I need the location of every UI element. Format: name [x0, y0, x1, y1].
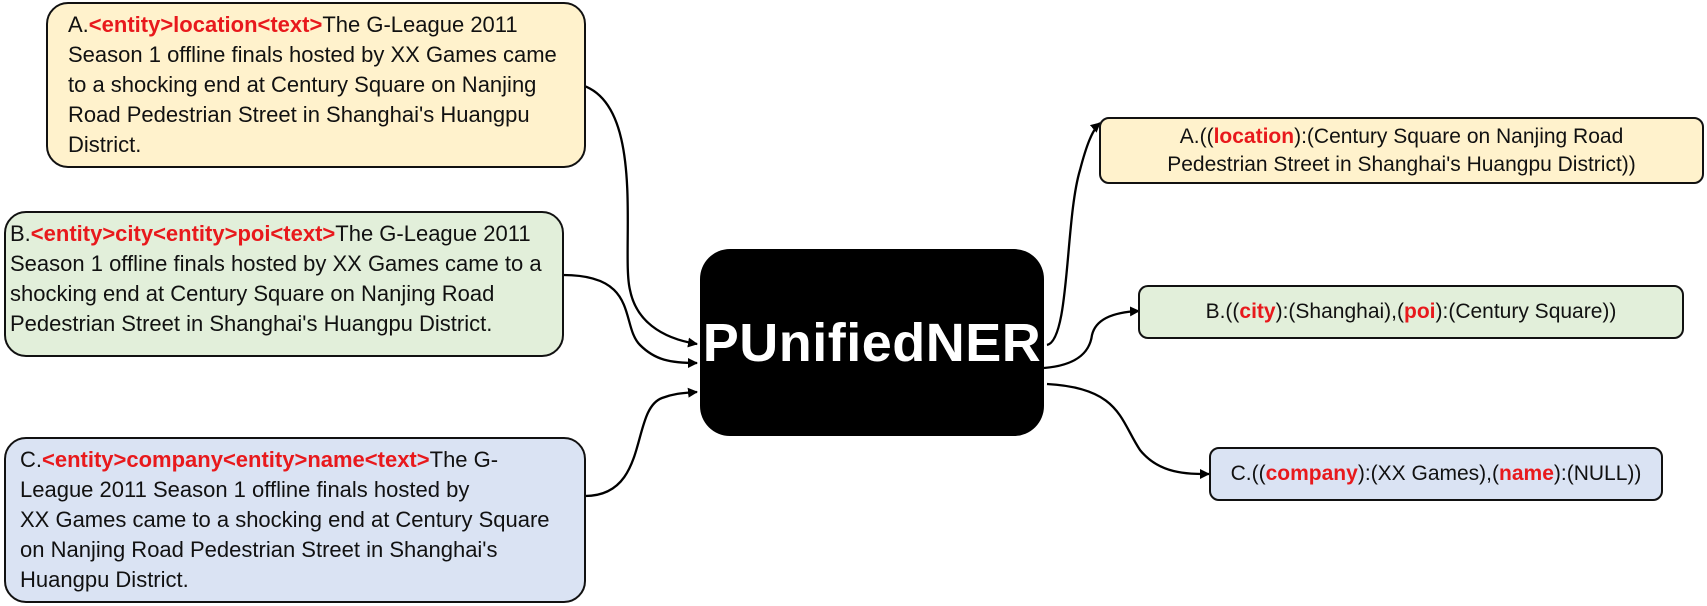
input-b-line-4: Pedestrian Street in Shanghai's Huangpu …	[10, 311, 493, 336]
arrow-input-b	[562, 273, 698, 368]
arrow-input-c	[584, 387, 698, 498]
input-a-line-5: District.	[68, 132, 142, 157]
input-c-line-2: League 2011 Season 1 offline finals host…	[20, 477, 470, 502]
input-box-c: C.<entity>company<entity>name<text>The G…	[4, 437, 586, 603]
input-c-line-4: on Nanjing Road Pedestrian Street in Sha…	[20, 537, 498, 562]
model-box: PUnifiedNER	[700, 249, 1044, 436]
output-a-line-2: Pedestrian Street in Shanghai's Huangpu …	[1167, 152, 1636, 176]
output-b-line: B.((city):(Shanghai),(poi):(Century Squa…	[1205, 300, 1617, 323]
input-b-line-1: B.<entity>city<entity>poi<text>The G-Lea…	[10, 221, 531, 246]
input-c-line-3: XX Games came to a shocking end at Centu…	[20, 507, 550, 532]
arrow-output-a	[1046, 122, 1101, 347]
input-a-line-2: Season 1 offline finals hosted by XX Gam…	[68, 42, 557, 67]
input-a-line-3: to a shocking end at Century Square on N…	[68, 72, 537, 97]
input-a-line-4: Road Pedestrian Street in Shanghai's Hua…	[68, 102, 530, 127]
input-box-b: B.<entity>city<entity>poi<text>The G-Lea…	[4, 211, 564, 357]
output-c-line: C.((company):(XX Games),(name):(NULL))	[1230, 462, 1642, 485]
arrow-output-c	[1046, 382, 1210, 480]
output-box-a: A.((location):(Century Square on Nanjing…	[1099, 117, 1704, 184]
input-c-line-1: C.<entity>company<entity>name<text>The G…	[20, 447, 499, 472]
input-a-line-1: A.<entity>location<text>The G-League 201…	[68, 12, 518, 37]
input-c-line-5: Huangpu District.	[20, 567, 189, 592]
output-box-b: B.((city):(Shanghai),(poi):(Century Squa…	[1138, 285, 1684, 339]
output-a-line-1: A.((location):(Century Square on Nanjing…	[1179, 124, 1624, 148]
input-b-line-3: shocking end at Century Square on Nanjin…	[10, 281, 495, 306]
input-b-line-2: Season 1 offline finals hosted by XX Gam…	[10, 251, 542, 276]
arrow-output-b	[1043, 306, 1140, 370]
input-box-a: A.<entity>location<text>The G-League 201…	[46, 2, 586, 168]
arrow-input-a	[570, 81, 698, 348]
model-title: PUnifiedNER	[702, 312, 1042, 373]
output-box-c: C.((company):(XX Games),(name):(NULL))	[1209, 447, 1663, 501]
